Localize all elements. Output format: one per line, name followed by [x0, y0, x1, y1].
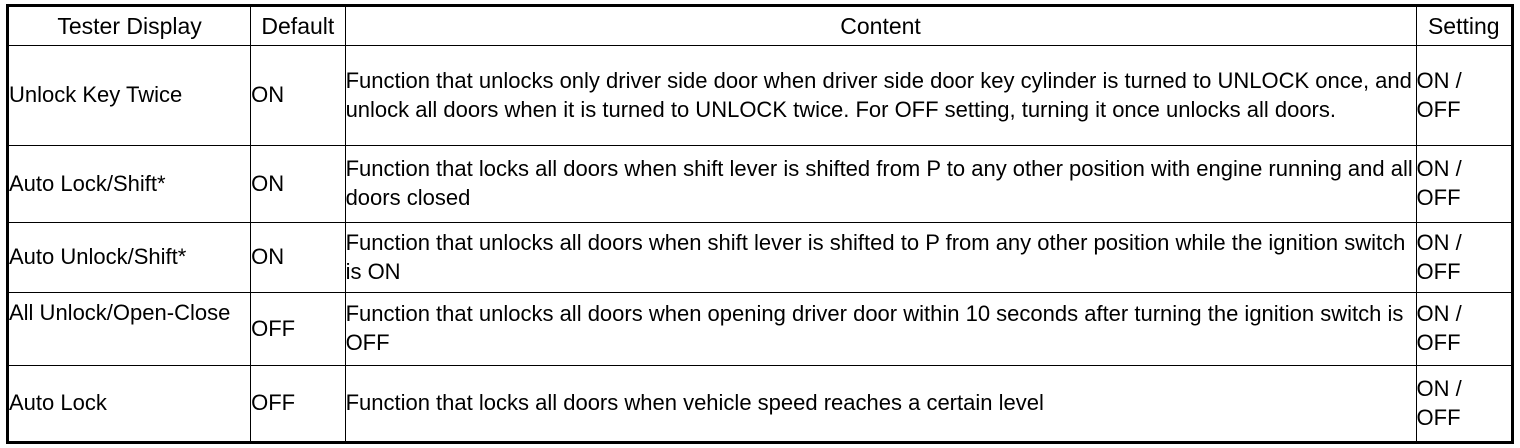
- column-header-content: Content: [344, 5, 1417, 46]
- setting-options: ON / OFF: [1417, 67, 1511, 124]
- setting-option-on: ON /: [1416, 156, 1462, 182]
- content-text: Function that unlocks all doors when ope…: [345, 301, 1404, 355]
- cell-default: ON: [250, 45, 346, 146]
- table-row: Auto Lock/Shift* ON Function that locks …: [6, 145, 1514, 223]
- content-text: Function that unlocks only driver side d…: [345, 67, 1412, 122]
- setting-option-off: OFF: [1416, 404, 1461, 430]
- cell-default: OFF: [250, 292, 346, 366]
- table-header-row: Tester Display Default Content Setting: [6, 5, 1514, 46]
- table-body: Unlock Key Twice ON Function that unlock…: [6, 45, 1514, 443]
- setting-option-on: ON /: [1416, 301, 1462, 327]
- setting-option-off: OFF: [1416, 96, 1461, 122]
- setting-options: ON / OFF: [1417, 155, 1511, 212]
- cell-default: OFF: [250, 365, 346, 443]
- column-header-tester-display: Tester Display: [6, 5, 252, 46]
- content-text: Function that locks all doors when vehic…: [345, 390, 1044, 416]
- content-text: Function that locks all doors when shift…: [345, 156, 1413, 210]
- cell-tester-display: Auto Lock: [6, 365, 252, 443]
- cell-setting: ON / OFF: [1415, 145, 1514, 223]
- cell-setting: ON / OFF: [1415, 292, 1514, 366]
- column-header-default: Default: [250, 5, 346, 46]
- cell-content: Function that unlocks all doors when shi…: [344, 222, 1417, 293]
- customize-function-table: Tester Display Default Content Setting U…: [6, 4, 1514, 444]
- table-row: Unlock Key Twice ON Function that unlock…: [6, 45, 1514, 146]
- table-row: All Unlock/Open-Close OFF Function that …: [6, 292, 1514, 366]
- setting-options: ON / OFF: [1417, 229, 1511, 286]
- cell-tester-display: Auto Lock/Shift*: [6, 145, 252, 223]
- cell-tester-display: Unlock Key Twice: [6, 45, 252, 146]
- cell-content: Function that unlocks all doors when ope…: [344, 292, 1417, 366]
- cell-setting: ON / OFF: [1415, 45, 1514, 146]
- cell-tester-display: All Unlock/Open-Close: [6, 292, 252, 366]
- cell-default: ON: [250, 222, 346, 293]
- cell-setting: ON / OFF: [1415, 365, 1514, 443]
- setting-option-on: ON /: [1416, 67, 1462, 93]
- column-header-setting: Setting: [1415, 5, 1514, 46]
- cell-content: Function that locks all doors when shift…: [344, 145, 1417, 223]
- content-text: Function that unlocks all doors when shi…: [345, 229, 1406, 284]
- cell-tester-display: Auto Unlock/Shift*: [6, 222, 252, 293]
- setting-option-off: OFF: [1416, 330, 1461, 355]
- table-header: Tester Display Default Content Setting: [6, 5, 1514, 46]
- cell-default: ON: [250, 145, 346, 223]
- table-row: Auto Lock OFF Function that locks all do…: [6, 365, 1514, 443]
- setting-option-off: OFF: [1416, 258, 1461, 284]
- cell-setting: ON / OFF: [1415, 222, 1514, 293]
- setting-option-on: ON /: [1416, 229, 1462, 255]
- setting-options: ON / OFF: [1417, 375, 1511, 432]
- setting-option-off: OFF: [1416, 185, 1461, 210]
- setting-options: ON / OFF: [1417, 300, 1511, 357]
- table-row: Auto Unlock/Shift* ON Function that unlo…: [6, 222, 1514, 293]
- setting-option-on: ON /: [1416, 375, 1462, 401]
- cell-content: Function that locks all doors when vehic…: [344, 365, 1417, 443]
- cell-content: Function that unlocks only driver side d…: [344, 45, 1417, 146]
